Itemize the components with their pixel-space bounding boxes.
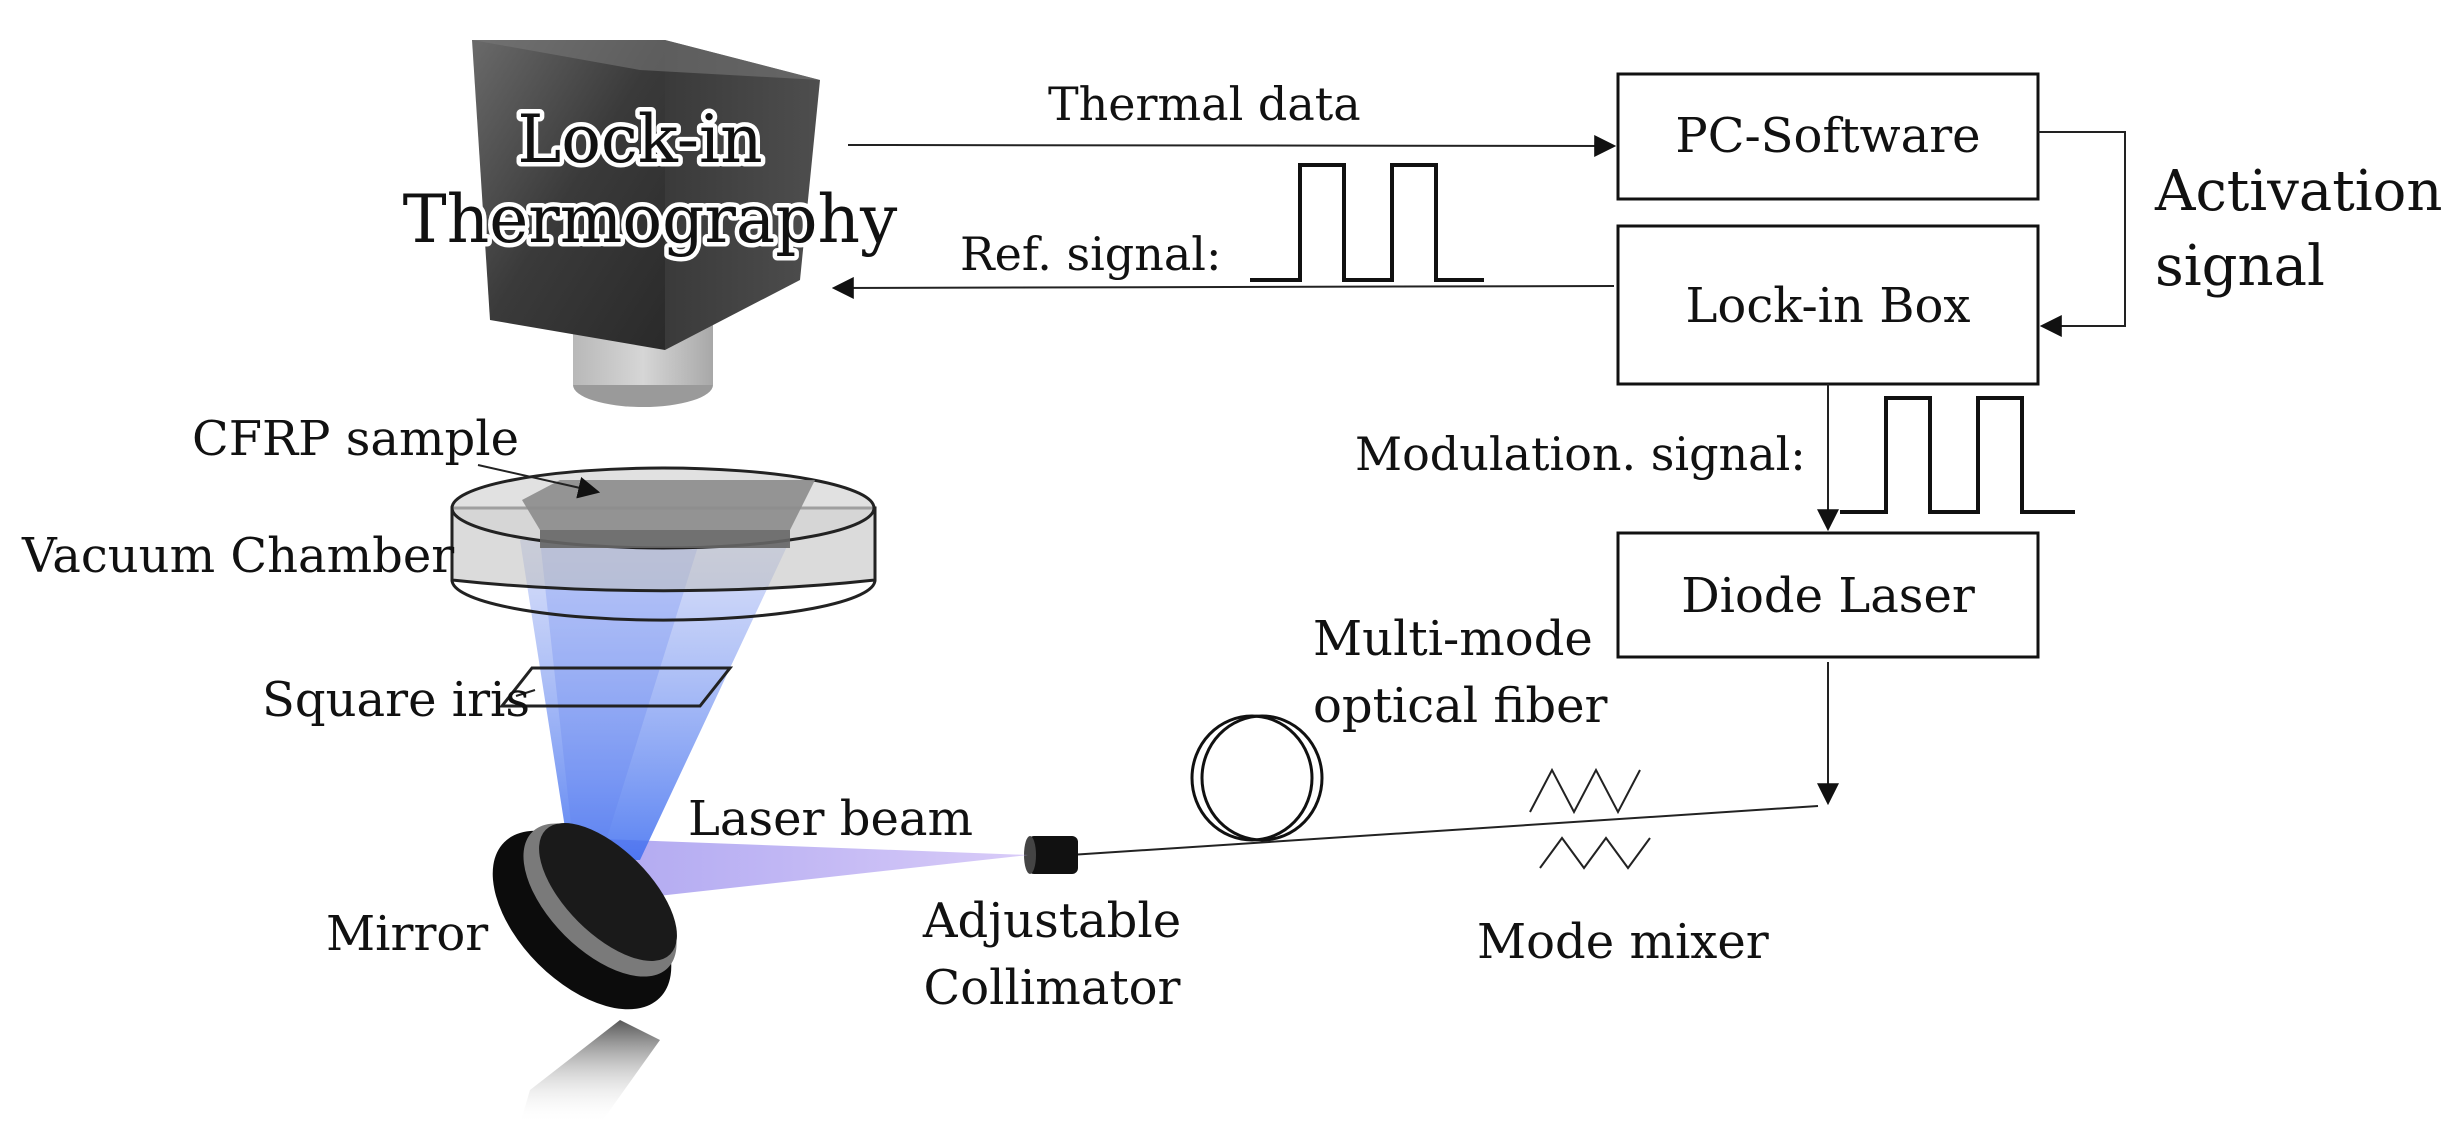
fiber-coil (1190, 714, 1324, 842)
optical-fiber-line (1069, 805, 1819, 856)
camera-label-line1: Lock-in (517, 101, 762, 178)
ref-signal-label: Ref. signal: (960, 227, 1222, 281)
collimator-label-line2: Collimator (924, 960, 1181, 1016)
activation-signal-arrow (2038, 131, 2126, 337)
fiber-label-line1: Multi-mode (1313, 611, 1593, 667)
activation-label-line1: Activation (2154, 159, 2442, 224)
adjustable-collimator (1024, 836, 1078, 874)
thermal-data-label: Thermal data (1048, 77, 1361, 131)
lock-in-box: Lock-in Box (1616, 224, 2040, 386)
diode-laser-label: Diode Laser (1681, 568, 1975, 624)
vacuum-chamber-label: Vacuum Chamber (21, 528, 454, 584)
square-iris-label: Square iris (262, 672, 530, 728)
mirror (492, 823, 677, 1010)
mirror-shadow (520, 1020, 660, 1124)
modulation-signal-label: Modulation. signal: (1355, 427, 1806, 481)
cfrp-sample-label: CFRP sample (192, 411, 519, 467)
mode-mixer (1529, 767, 1651, 870)
laser-beam-horizontal (575, 838, 1028, 898)
fiber-label-line2: optical fiber (1313, 678, 1608, 734)
square-iris (498, 666, 734, 708)
ref-signal-arrow (831, 276, 1615, 299)
pc-software-box: PC-Software (1616, 72, 2040, 201)
laser-beam-label: Laser beam (688, 791, 973, 847)
mirror-label: Mirror (326, 906, 488, 962)
modulation-signal-pulse-waveform (1840, 396, 2075, 514)
diode-laser-box: Diode Laser (1616, 531, 2040, 659)
ref-signal-pulse-waveform (1250, 163, 1484, 282)
cfrp-pointer-arrow (477, 464, 601, 499)
camera-body-front (472, 40, 665, 350)
lock-in-box-label: Lock-in Box (1686, 278, 1971, 334)
mode-mixer-label: Mode mixer (1477, 914, 1769, 970)
collimator-label-line1: Adjustable (922, 893, 1181, 949)
pc-software-label: PC-Software (1675, 108, 1980, 164)
camera-label-line2: Thermography (403, 181, 898, 258)
camera-body-side (665, 40, 820, 350)
thermal-data-arrow (847, 134, 1617, 157)
activation-label-line2: signal (2155, 234, 2325, 299)
cfrp-sample (522, 480, 815, 548)
thermography-camera (472, 40, 820, 407)
